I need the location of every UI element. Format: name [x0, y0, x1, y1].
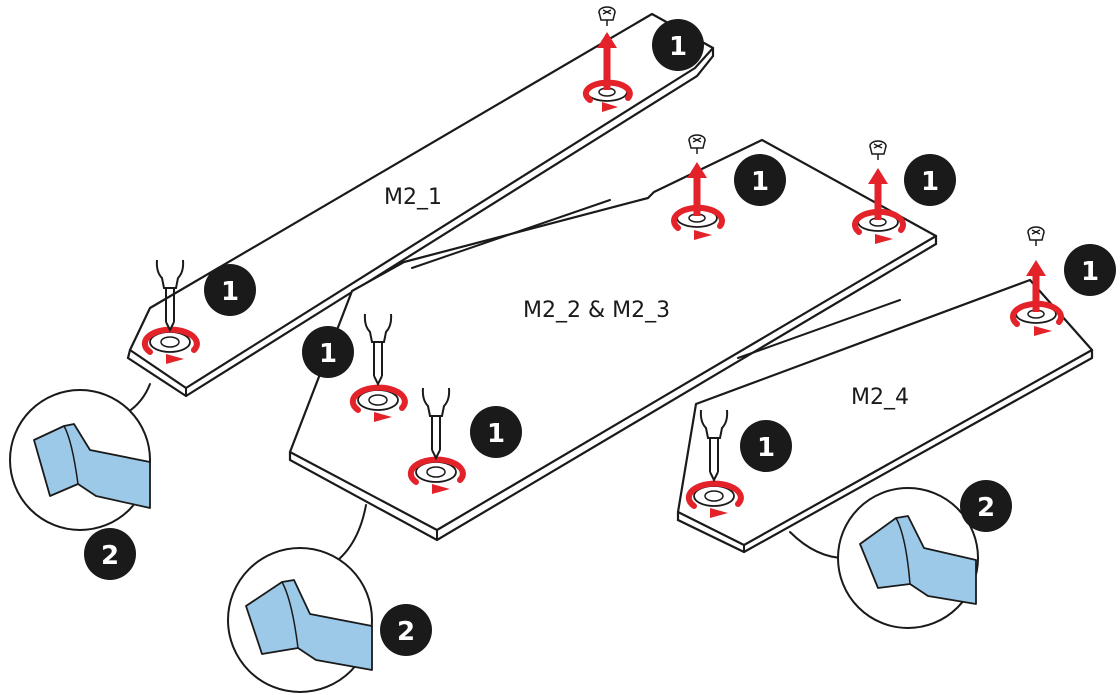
step-badge-1: 1	[1064, 244, 1116, 296]
svg-text:2: 2	[977, 493, 995, 523]
m2-4-label: M2_4	[851, 385, 909, 410]
svg-text:1: 1	[757, 433, 775, 463]
thermal-pad-film	[245, 579, 373, 671]
step-badge-2: 2	[84, 528, 136, 580]
m2-4-slot: M2_4	[676, 278, 1094, 554]
film-callout	[789, 487, 979, 629]
m2-2-3-board-top	[288, 138, 938, 532]
screwdriver-marker	[349, 313, 408, 422]
m2-2-m2-3-slot: M2_2 & M2_3	[288, 138, 938, 542]
svg-text:1: 1	[487, 419, 505, 449]
step-badge-2: 2	[380, 604, 432, 656]
svg-text:1: 1	[319, 339, 337, 369]
step-badge-2: 2	[960, 480, 1012, 532]
film-callout	[227, 504, 373, 693]
svg-text:1: 1	[751, 167, 769, 197]
step-badge-1: 1	[734, 154, 786, 206]
m2-1-label: M2_1	[384, 185, 442, 210]
thermal-pad-film	[859, 515, 977, 605]
svg-text:2: 2	[101, 541, 119, 571]
film-callout	[9, 383, 151, 531]
step-badge-1: 1	[740, 420, 792, 472]
svg-text:1: 1	[921, 167, 939, 197]
svg-text:2: 2	[397, 617, 415, 647]
screw-remove-marker	[671, 134, 725, 240]
svg-text:1: 1	[221, 277, 239, 307]
screw-remove-marker	[1010, 226, 1064, 336]
screwdriver-marker	[141, 259, 200, 364]
step-badge-1: 1	[470, 406, 522, 458]
svg-text:1: 1	[1081, 257, 1099, 287]
thermal-pad-film	[33, 423, 151, 509]
step-badge-1: 1	[652, 19, 704, 71]
step-badge-1: 1	[204, 264, 256, 316]
svg-text:1: 1	[669, 32, 687, 62]
m2-1-slot: M2_1	[126, 12, 715, 398]
screw-remove-marker	[852, 140, 906, 244]
m2-2-3-label: M2_2 & M2_3	[523, 298, 670, 323]
m2-4-board-top	[676, 278, 1094, 547]
step-badge-1: 1	[904, 154, 956, 206]
step-badge-1: 1	[302, 326, 354, 378]
screwdriver-marker	[407, 387, 466, 494]
screwdriver-marker	[685, 409, 744, 518]
screw-remove-marker	[582, 6, 633, 112]
